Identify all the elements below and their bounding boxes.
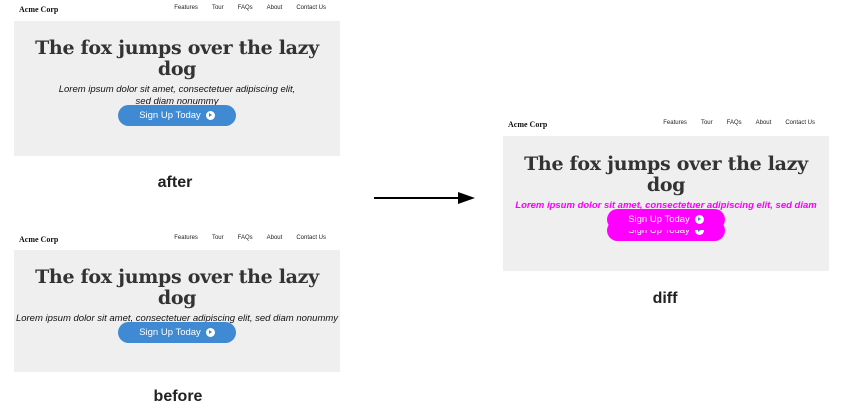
before-caption: before — [153, 388, 203, 405]
arrow-circle-icon — [205, 111, 215, 120]
nav-link-contact[interactable]: Contact Us — [785, 120, 815, 126]
after-screenshot: Acme Corp Features Tour FAQs About Conta… — [14, 0, 340, 157]
arrow-circle-icon — [694, 226, 704, 235]
nav-link-tour[interactable]: Tour — [211, 5, 224, 11]
nav-link-contact[interactable]: Contact Us — [296, 235, 326, 241]
signup-button-label: Sign Up Today — [139, 110, 201, 121]
arrow-circle-icon — [694, 215, 704, 224]
hero-headline: The fox jumps over the lazy dog — [35, 37, 319, 80]
nav-link-features[interactable]: Features — [174, 235, 198, 241]
signup-button[interactable]: Sign Up Today — [118, 322, 236, 343]
hero-section: The fox jumps over the lazy dog Lorem ip… — [503, 136, 829, 271]
nav-link-contact[interactable]: Contact Us — [296, 5, 326, 11]
navbar: Acme Corp Features Tour FAQs About Conta… — [14, 230, 340, 248]
arrow-right-icon — [374, 192, 475, 204]
after-caption: after — [157, 174, 193, 191]
nav-link-about[interactable]: About — [755, 120, 772, 126]
nav-links: Features Tour FAQs About Contact Us — [174, 235, 326, 241]
before-screenshot: Acme Corp Features Tour FAQs About Conta… — [14, 230, 340, 372]
diff-screenshot: Acme Corp Features Tour FAQs About Conta… — [503, 115, 829, 271]
navbar: Acme Corp Features Tour FAQs About Conta… — [14, 0, 340, 18]
nav-link-about[interactable]: About — [266, 5, 283, 11]
nav-link-features[interactable]: Features — [174, 5, 198, 11]
brand-logo[interactable]: Acme Corp — [508, 120, 548, 129]
hero-subtitle-line1: Lorem ipsum dolor sit amet, consectetuer… — [58, 83, 296, 95]
nav-link-faqs[interactable]: FAQs — [237, 5, 253, 11]
signup-button-label: Sign Up Today — [628, 214, 690, 225]
signup-button-label: Sign Up Today — [628, 225, 690, 236]
nav-links: Features Tour FAQs About Contact Us — [174, 5, 326, 11]
nav-link-tour[interactable]: Tour — [211, 235, 224, 241]
brand-logo[interactable]: Acme Corp — [19, 5, 59, 14]
hero-subtitle: Lorem ipsum dolor sit amet, consectetuer… — [15, 312, 339, 324]
signup-button-diff-top[interactable]: Sign Up Today — [607, 209, 725, 230]
navbar: Acme Corp Features Tour FAQs About Conta… — [503, 115, 829, 133]
hero-section: The fox jumps over the lazy dog Lorem ip… — [14, 250, 340, 372]
nav-link-about[interactable]: About — [266, 235, 283, 241]
nav-link-features[interactable]: Features — [663, 120, 687, 126]
signup-button-label: Sign Up Today — [139, 327, 201, 338]
nav-link-faqs[interactable]: FAQs — [726, 120, 742, 126]
hero-subtitle-line2: sed diam nonummy — [135, 95, 219, 107]
diff-caption: diff — [652, 290, 678, 307]
nav-link-faqs[interactable]: FAQs — [237, 235, 253, 241]
nav-links: Features Tour FAQs About Contact Us — [663, 120, 815, 126]
hero-section: The fox jumps over the lazy dog Lorem ip… — [14, 21, 340, 156]
nav-link-tour[interactable]: Tour — [700, 120, 713, 126]
hero-headline: The fox jumps over the lazy dog — [35, 266, 319, 309]
brand-logo[interactable]: Acme Corp — [19, 235, 59, 244]
arrow-circle-icon — [205, 328, 215, 337]
hero-headline: The fox jumps over the lazy dog — [524, 153, 808, 196]
signup-button[interactable]: Sign Up Today — [118, 105, 236, 126]
